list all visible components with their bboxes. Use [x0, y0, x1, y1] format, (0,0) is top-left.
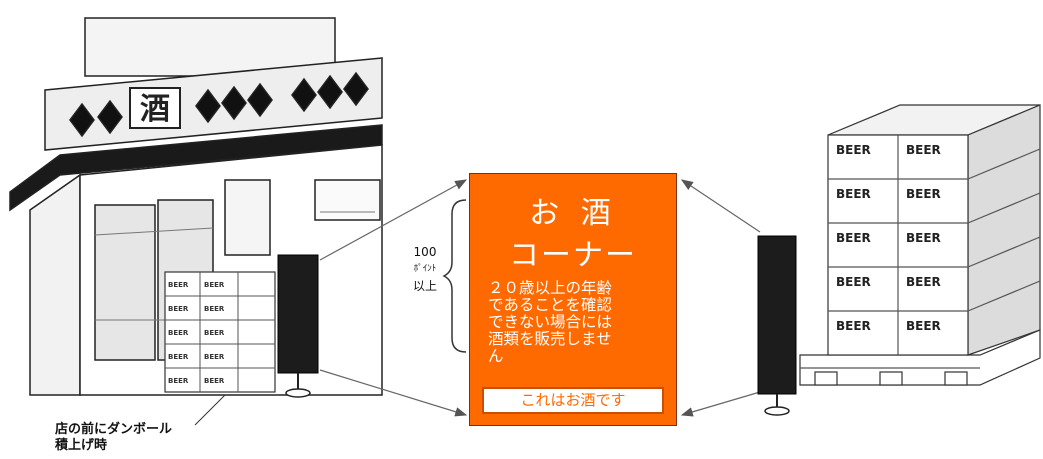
storefront-box-stack: [164, 271, 276, 393]
glass-door-left: [94, 204, 156, 361]
caption-line2: 積上げ時: [55, 438, 108, 453]
beer-box-label: BEER: [836, 275, 871, 289]
sign-age-notice: ２０歳以上の年齢 であることを確認 できない場合には 酒類を販売しませ ん: [488, 280, 666, 365]
storefront-caption: 店の前にダンボール 積上げ時: [55, 422, 172, 454]
beer-box-label: BEER: [836, 143, 871, 157]
mini-box-label: BEER: [204, 305, 225, 313]
diamond-icon: [291, 77, 317, 113]
diamond-icon: [317, 74, 343, 110]
points-qualifier: 以上: [412, 279, 437, 293]
mini-box-label: BEER: [204, 353, 225, 361]
air-conditioner: [314, 179, 381, 221]
mini-box-label: BEER: [204, 377, 225, 385]
arrow-to-sign-top: [319, 179, 468, 261]
signboard-stand-left: [277, 254, 319, 398]
beer-box-label: BEER: [906, 187, 941, 201]
this-is-alcohol-label: これはお酒です: [482, 387, 664, 414]
mini-box-label: BEER: [204, 281, 225, 289]
diamond-icon: [97, 99, 123, 135]
beer-box-label: BEER: [836, 231, 871, 245]
diamond-icon: [195, 88, 221, 124]
sign-notice-line: であることを確認: [488, 296, 612, 314]
arrow-from-pallet-bottom: [680, 391, 761, 417]
sign-title-line1: お 酒: [529, 196, 617, 231]
diamond-icon: [247, 82, 273, 118]
beer-box-label: BEER: [836, 319, 871, 333]
mini-box-label: BEER: [168, 305, 189, 313]
alcohol-corner-sign: お 酒 コーナー ２０歳以上の年齢 であることを確認 できない場合には 酒類を販…: [469, 173, 677, 426]
signboard-stand-right: [757, 235, 797, 416]
arrow-to-sign-bottom: [319, 369, 468, 417]
beer-box-label: BEER: [906, 275, 941, 289]
sign-notice-line: ２０歳以上の年齢: [488, 279, 613, 297]
beer-box-label: BEER: [906, 319, 941, 333]
mini-box-label: BEER: [168, 281, 189, 289]
sign-notice-line: できない場合には: [488, 313, 613, 331]
mini-box-labels: BEER BEER BEER BEER BEER BEER BEER BEER …: [168, 281, 225, 385]
diamond-icon: [69, 102, 95, 138]
mini-box-label: BEER: [168, 329, 189, 337]
beer-box-label: BEER: [906, 143, 941, 157]
mini-box-label: BEER: [168, 353, 189, 361]
caption-line1: 店の前にダンボール: [55, 422, 173, 437]
beer-pallet: [799, 104, 1041, 386]
diamond-icon: [221, 85, 247, 121]
points-unit: ﾎﾟｲﾝﾄ: [413, 264, 437, 274]
diamond-icon: [343, 71, 369, 107]
mini-box-label: BEER: [204, 329, 225, 337]
store-wall-left: [29, 173, 81, 396]
arrow-from-pallet-top: [681, 179, 761, 233]
kanji-plate: [129, 87, 181, 129]
height-brace: [442, 199, 467, 353]
points-note: 100 ﾎﾟｲﾝﾄ 以上: [395, 244, 455, 295]
mini-box-label: BEER: [168, 377, 189, 385]
store-sign-char: 酒: [140, 92, 170, 127]
beer-box-label: BEER: [836, 187, 871, 201]
caption-pointer: [194, 394, 226, 426]
sign-notice-line: ん: [488, 347, 504, 365]
beer-box-label: BEER: [906, 231, 941, 245]
pallet-box-labels: BEER BEER BEER BEER BEER BEER BEER BEER …: [836, 143, 941, 333]
sign-title-line2: コーナー: [509, 238, 637, 273]
sign-notice-line: 酒類を販売しませ: [488, 330, 612, 348]
points-value: 100: [413, 245, 437, 259]
store-window: [224, 179, 271, 256]
